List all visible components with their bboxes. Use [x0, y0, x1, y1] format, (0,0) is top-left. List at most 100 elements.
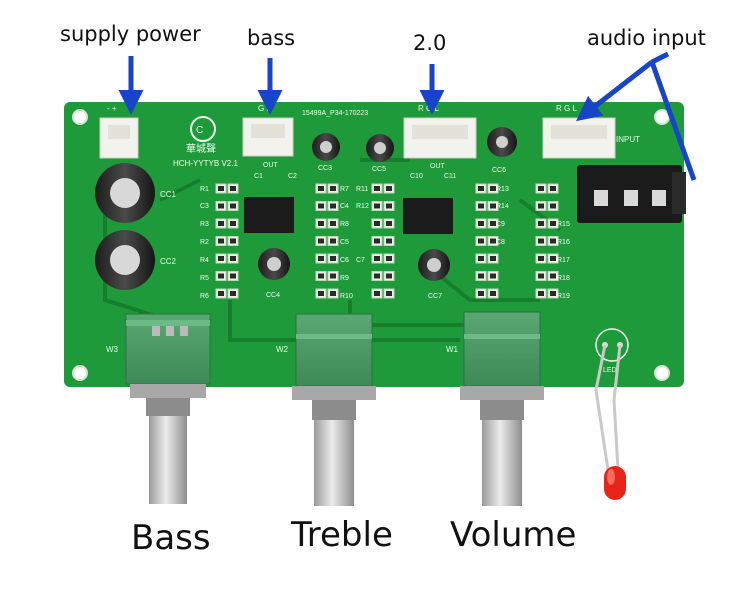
svg-text:R2: R2	[200, 239, 209, 246]
capacitor-cc4: CC4	[258, 248, 290, 299]
svg-text:C7: C7	[356, 257, 365, 264]
smd-component	[490, 186, 496, 191]
svg-text:W2: W2	[276, 345, 289, 354]
smd-component	[218, 238, 224, 244]
smd-component	[218, 291, 224, 296]
smd-component	[550, 256, 556, 261]
smd-component	[490, 273, 496, 279]
smd-component	[330, 256, 336, 261]
capacitor-cc1: CC1	[95, 163, 177, 223]
svg-text:HCH-YYTYB V2.1: HCH-YYTYB V2.1	[173, 159, 238, 168]
smd-component	[374, 256, 380, 261]
svg-text:CC3: CC3	[318, 165, 332, 172]
capacitor-cc3: CC3	[312, 133, 340, 172]
svg-text:R G L: R G L	[556, 104, 577, 113]
smd-component	[330, 203, 336, 209]
smd-component	[538, 203, 544, 209]
svg-text:LED: LED	[603, 367, 617, 374]
mount-hole	[654, 109, 670, 125]
smd-component	[218, 221, 224, 226]
volume-knob-label: Volume	[450, 515, 577, 555]
smd-component	[230, 221, 236, 226]
svg-text:R17: R17	[557, 257, 570, 264]
svg-text:CC6: CC6	[492, 167, 506, 174]
svg-text:15499A_P34-170223: 15499A_P34-170223	[302, 110, 368, 117]
smd-component	[374, 186, 380, 191]
audio-input-label: audio input	[587, 26, 706, 50]
smd-component	[218, 273, 224, 279]
op-amp-ic-2	[403, 198, 453, 234]
smd-component	[550, 186, 556, 191]
led-indicator: LED	[594, 328, 629, 500]
smd-component	[318, 273, 324, 279]
smd-component	[490, 203, 496, 209]
smd-component	[538, 186, 544, 191]
svg-text:W3: W3	[106, 345, 119, 354]
smd-component	[550, 203, 556, 209]
svg-text:CC7: CC7	[428, 293, 442, 300]
svg-text:R18: R18	[557, 275, 570, 282]
smd-component	[374, 273, 380, 279]
svg-text:R G L: R G L	[418, 104, 439, 113]
svg-text:C: C	[196, 125, 203, 136]
capacitor-cc5: CC5	[366, 134, 394, 173]
bass-potentiometer: W3	[106, 313, 211, 504]
svg-text:C8: C8	[496, 239, 505, 246]
smd-component	[374, 291, 380, 296]
bass-callout-label: bass	[247, 26, 296, 50]
smd-component	[318, 221, 324, 226]
mount-hole	[72, 365, 88, 381]
smd-pads	[215, 183, 559, 299]
capacitor-cc6: CC6	[487, 127, 517, 174]
arrow-input-connector	[576, 60, 654, 122]
svg-text:C3: C3	[200, 203, 209, 210]
smd-component	[386, 256, 392, 261]
smd-component	[330, 238, 336, 244]
smd-component	[386, 291, 392, 296]
smd-component	[490, 256, 496, 261]
svg-text:C6: C6	[340, 257, 349, 264]
power-connector	[99, 117, 139, 159]
smd-component	[230, 256, 236, 261]
smd-component	[478, 221, 484, 226]
svg-text:R15: R15	[557, 221, 570, 228]
smd-component	[330, 186, 336, 191]
smd-component	[218, 203, 224, 209]
svg-text:W1: W1	[446, 345, 459, 354]
svg-text:R4: R4	[200, 257, 209, 264]
svg-text:CC5: CC5	[372, 166, 386, 173]
svg-text:- +: - +	[107, 104, 117, 113]
smd-component	[230, 273, 236, 279]
capacitor-cc2: CC2	[95, 230, 177, 290]
callout-arrows	[118, 51, 697, 181]
smd-component	[386, 221, 392, 226]
smd-component	[490, 238, 496, 244]
svg-text:CC2: CC2	[160, 257, 177, 266]
smd-component	[386, 238, 392, 244]
svg-text:C11: C11	[444, 173, 456, 180]
stereo-callout-label: 2.0	[413, 31, 447, 55]
svg-text:R10: R10	[340, 293, 353, 300]
mount-hole	[72, 109, 88, 125]
bass-knob-label: Bass	[131, 518, 211, 558]
smd-component	[230, 291, 236, 296]
smd-component	[374, 203, 380, 209]
arrow-jack	[649, 61, 697, 181]
capacitor-cc7: CC7	[418, 249, 450, 300]
mount-hole	[654, 365, 670, 381]
svg-text:C1: C1	[254, 173, 263, 180]
svg-text:R12: R12	[356, 203, 369, 210]
svg-text:OUT: OUT	[263, 162, 279, 169]
smd-component	[318, 238, 324, 244]
smd-component	[386, 273, 392, 279]
svg-text:INPUT: INPUT	[616, 135, 640, 144]
svg-text:CC1: CC1	[160, 190, 177, 199]
smd-component	[318, 256, 324, 261]
smd-component	[330, 291, 336, 296]
smd-component	[386, 186, 392, 191]
smd-component	[550, 273, 556, 279]
smd-component	[478, 291, 484, 296]
svg-text:C9: C9	[496, 221, 505, 228]
